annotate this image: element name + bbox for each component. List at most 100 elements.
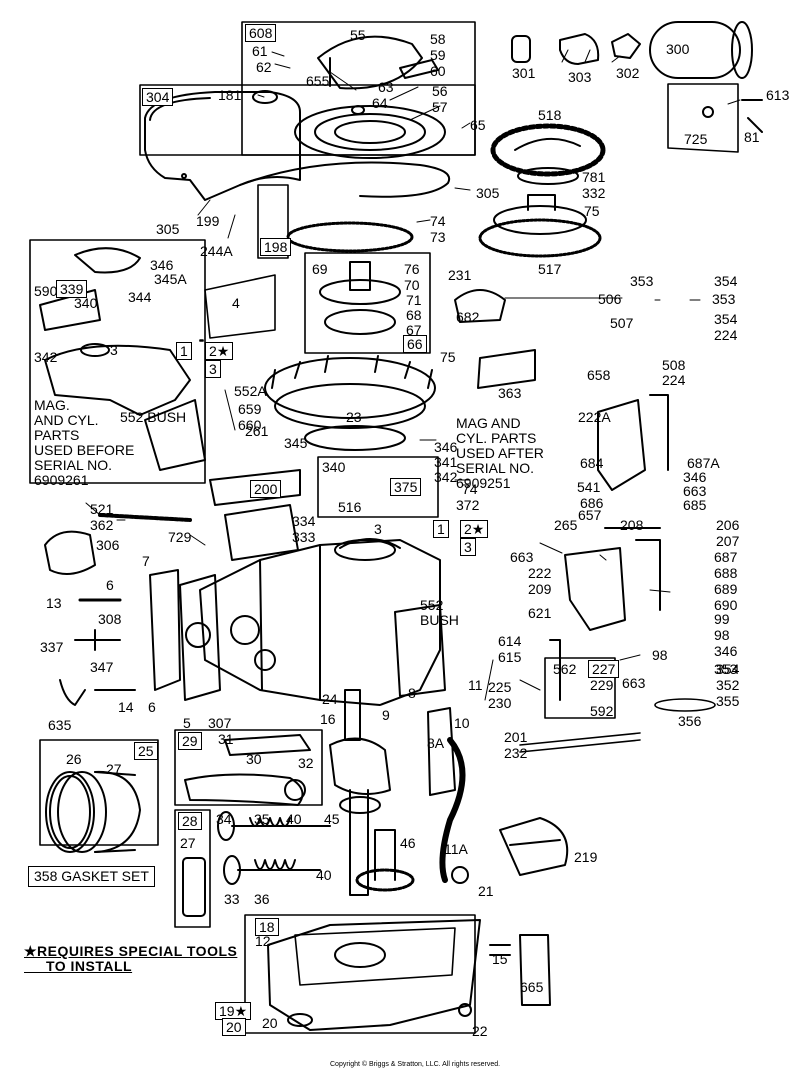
note-gasket: 358 GASKET SET bbox=[28, 866, 155, 887]
callout-781: 781 bbox=[582, 169, 606, 185]
cam-gear-part bbox=[355, 829, 415, 892]
callout-209: 209 bbox=[528, 581, 552, 597]
callout-344: 344 bbox=[128, 289, 152, 305]
note-mag-after: MAG AND CYL. PARTS USED AFTER SERIAL NO.… bbox=[456, 415, 544, 491]
fittings-part bbox=[44, 513, 192, 706]
callout-345: 345 bbox=[284, 435, 308, 451]
callout-341: 341 bbox=[434, 454, 458, 470]
callout-28: 28 bbox=[178, 812, 202, 830]
callout-222: 222 bbox=[528, 565, 552, 581]
cover-682-part bbox=[454, 289, 506, 323]
callout-658: 658 bbox=[587, 367, 611, 383]
callout-353c: 353 bbox=[714, 661, 738, 677]
callout-35: 35 bbox=[254, 811, 270, 827]
callout-60: 60 bbox=[430, 63, 446, 79]
callout-55: 55 bbox=[350, 27, 366, 43]
callout-334: 334 bbox=[292, 513, 316, 529]
callout-200: 200 bbox=[250, 480, 282, 498]
callout-354b: 354 bbox=[714, 311, 738, 327]
callout-687: 687 bbox=[714, 549, 738, 565]
callout-208: 208 bbox=[620, 517, 644, 533]
callout-18: 18 bbox=[255, 918, 279, 936]
callout-9: 9 bbox=[382, 707, 390, 723]
flywheel-part bbox=[264, 355, 436, 451]
callout-98a: 98 bbox=[714, 627, 730, 643]
callout-615: 615 bbox=[498, 649, 522, 665]
callout-229: 229 bbox=[590, 677, 614, 693]
group-boxes bbox=[29, 21, 616, 1034]
leader-lines bbox=[85, 49, 741, 701]
callout-75b: 75 bbox=[440, 349, 456, 365]
rewind-starter-part bbox=[294, 35, 446, 159]
callout-27b: 27 bbox=[180, 835, 196, 851]
callout-305b: 305 bbox=[156, 221, 180, 237]
callout-40b: 40 bbox=[316, 867, 332, 883]
callout-224a: 224 bbox=[714, 327, 738, 343]
callout-232: 232 bbox=[504, 745, 528, 761]
callout-81: 81 bbox=[744, 129, 760, 145]
callout-40a: 40 bbox=[286, 811, 302, 827]
callout-16: 16 bbox=[320, 711, 336, 727]
callout-340a: 340 bbox=[74, 295, 98, 311]
callout-688: 688 bbox=[714, 565, 738, 581]
callout-65: 65 bbox=[470, 117, 486, 133]
callout-76: 76 bbox=[404, 261, 420, 277]
callout-227: 227 bbox=[588, 660, 620, 678]
callout-372: 372 bbox=[456, 497, 480, 513]
callout-687a: 687A bbox=[687, 455, 720, 471]
callout-62: 62 bbox=[256, 59, 272, 75]
box-18 bbox=[244, 914, 476, 1034]
callout-225: 225 bbox=[488, 679, 512, 695]
callout-64: 64 bbox=[372, 95, 388, 111]
callout-352: 352 bbox=[716, 677, 740, 693]
callout-682: 682 bbox=[456, 309, 480, 325]
callout-12: 12 bbox=[255, 933, 271, 949]
callout-22: 22 bbox=[472, 1023, 488, 1039]
callout-663c: 663 bbox=[622, 675, 646, 691]
sump-base-part bbox=[267, 866, 551, 1031]
callout-306: 306 bbox=[96, 537, 120, 553]
callout-3b: 3 bbox=[205, 360, 221, 378]
callout-59: 59 bbox=[430, 47, 446, 63]
callout-3d: 3 bbox=[460, 538, 476, 556]
crankshaft-part bbox=[184, 689, 391, 896]
callout-99: 99 bbox=[714, 611, 730, 627]
callout-342a: 342 bbox=[34, 349, 58, 365]
callout-690: 690 bbox=[714, 597, 738, 613]
callout-57: 57 bbox=[432, 99, 448, 115]
callout-2a: 2★ bbox=[205, 342, 234, 360]
callout-337: 337 bbox=[40, 639, 64, 655]
callout-345a: 345A bbox=[154, 271, 187, 287]
callout-222a: 222A bbox=[578, 409, 611, 425]
callout-224b: 224 bbox=[662, 372, 686, 388]
note-mag-before: MAG. AND CYL. PARTS USED BEFORE SERIAL N… bbox=[34, 397, 135, 488]
callout-25: 25 bbox=[134, 742, 158, 760]
note-bush-a: 552 BUSH bbox=[120, 409, 187, 425]
box-340 bbox=[317, 456, 439, 518]
callout-685: 685 bbox=[683, 497, 707, 513]
callout-33: 33 bbox=[224, 891, 240, 907]
callout-61: 61 bbox=[252, 43, 268, 59]
callout-614: 614 bbox=[498, 633, 522, 649]
note-bush-b: 552 BUSH bbox=[420, 597, 459, 628]
box-66 bbox=[304, 252, 431, 354]
callout-686: 686 bbox=[580, 495, 604, 511]
box-304 bbox=[139, 84, 476, 156]
callout-31: 31 bbox=[218, 731, 234, 747]
callout-198: 198 bbox=[260, 238, 292, 256]
callout-659: 659 bbox=[238, 401, 262, 417]
callout-46: 46 bbox=[400, 835, 416, 851]
callout-14: 14 bbox=[118, 699, 134, 715]
callout-353b: 353 bbox=[712, 291, 736, 307]
callout-265: 265 bbox=[554, 517, 578, 533]
callout-635: 635 bbox=[48, 717, 72, 733]
callout-21: 21 bbox=[478, 883, 494, 899]
callout-729: 729 bbox=[168, 529, 192, 545]
callout-552a: 552A bbox=[234, 383, 267, 399]
note-special: ★REQUIRES SPECIAL TOOLS TO INSTALL bbox=[24, 943, 238, 974]
callout-207: 207 bbox=[716, 533, 740, 549]
callout-5: 5 bbox=[183, 715, 191, 731]
callout-71: 71 bbox=[406, 292, 422, 308]
callout-590: 590 bbox=[34, 283, 58, 299]
